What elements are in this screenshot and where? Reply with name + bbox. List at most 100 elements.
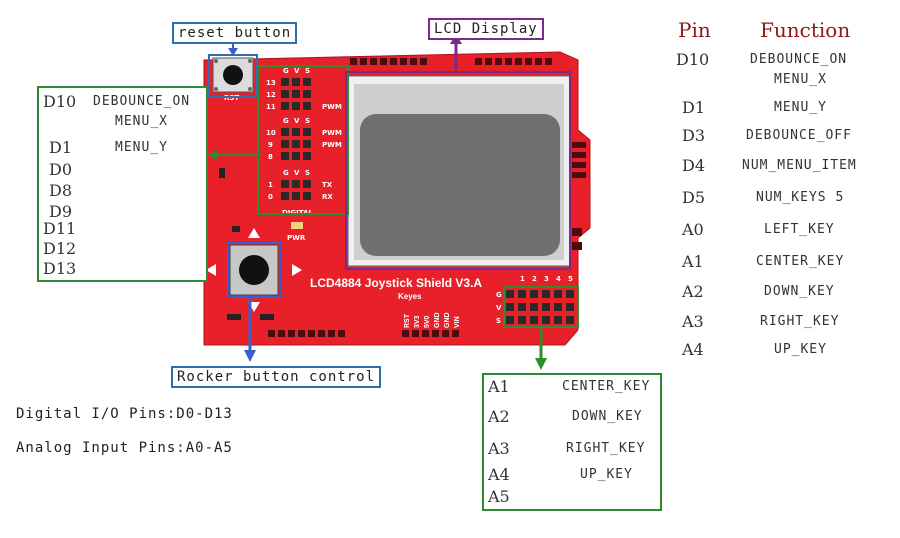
analog-col-label: 5 [568, 275, 573, 283]
table-header-pin: Pin [678, 18, 711, 42]
table-pin: A3 [682, 312, 704, 331]
pin-number: 11 [266, 103, 276, 111]
table-pin: D5 [682, 188, 706, 207]
digital-highlight [257, 65, 349, 215]
reset-button-callout: reset button [172, 22, 298, 44]
table-pin: D10 [676, 50, 710, 69]
analog-pin-function: DOWN_KEY [572, 409, 643, 424]
table-function: MENU_X [774, 72, 827, 87]
table-function: NUM_KEYS 5 [756, 190, 845, 205]
lcd-display-callout: LCD Display [428, 18, 544, 40]
digital-pin-label: D9 [49, 202, 73, 221]
header-col-s: S [305, 169, 310, 177]
pin-tag-tx: TX [322, 181, 333, 189]
table-function: MENU_Y [774, 100, 827, 115]
analog-header-block [506, 290, 574, 324]
analog-highlight [503, 286, 579, 328]
smd-components [219, 168, 274, 320]
power-pin-label: RST [404, 313, 411, 328]
analog-row-label: G [496, 291, 502, 299]
analog-pin-function: UP_KEY [580, 467, 633, 482]
analog-col-label: 1 [520, 275, 525, 283]
analog-row-label: S [496, 317, 501, 325]
analog-pins-note: Analog Input Pins:A0-A5 [16, 440, 233, 456]
joystick-part [206, 228, 302, 312]
header-col-v: V [294, 117, 300, 125]
digital-pin-function: MENU_Y [115, 140, 168, 155]
analog-col-label: 2 [532, 275, 537, 283]
pin-number: 9 [268, 141, 273, 149]
bottom-header-holes [268, 330, 459, 337]
analog-pin-label: A5 [488, 487, 510, 506]
analog-row-label: V [496, 304, 502, 312]
table-header-function: Function [760, 18, 851, 42]
digital-pin-label: D11 [43, 219, 77, 238]
header-col-v: V [294, 169, 300, 177]
digital-pin-label: D1 [49, 138, 73, 157]
table-function: RIGHT_KEY [760, 314, 840, 329]
digital-pin-box: D10 DEBOUNCE_ON MENU_X D1 MENU_Y D0 D8 D… [37, 86, 208, 282]
digital-pin-label: D10 [43, 92, 77, 111]
table-function: NUM_MENU_ITEM [742, 158, 857, 173]
table-function: DEBOUNCE_ON [750, 52, 848, 67]
header-col-s: S [305, 117, 310, 125]
pin-number: 1 [268, 181, 273, 189]
pin-tag-rx: RX [322, 193, 333, 201]
table-pin: D4 [682, 156, 706, 175]
pin-number: 12 [266, 91, 276, 99]
power-pin-label: GND [444, 312, 451, 328]
top-header-holes [350, 58, 552, 65]
analog-pin-label: A1 [488, 377, 510, 396]
digital-pin-function: MENU_X [115, 114, 168, 129]
analog-col-label: 4 [556, 275, 561, 283]
table-function: UP_KEY [774, 342, 827, 357]
pin-tag-pwm: PWM [322, 103, 342, 111]
pin-number: 10 [266, 129, 276, 137]
header-col-g: G [283, 117, 289, 125]
table-pin: D3 [682, 126, 706, 145]
header-col-v: V [294, 67, 300, 75]
header-col-s: S [305, 67, 310, 75]
joystick-highlight [227, 242, 281, 298]
rocker-button-callout: Rocker button control [171, 366, 382, 388]
analog-pin-function: CENTER_KEY [562, 379, 651, 394]
header-col-g: G [283, 169, 289, 177]
digital-pin-label: D13 [43, 259, 77, 278]
analog-pin-label: A2 [488, 407, 510, 426]
header-col-g: G [283, 67, 289, 75]
analog-pin-label: A3 [488, 439, 510, 458]
power-pin-label: 5V0 [424, 315, 431, 328]
pin-function-table: Pin Function D10 DEBOUNCE_ON MENU_X D1 M… [668, 14, 888, 374]
table-function: DEBOUNCE_OFF [746, 128, 852, 143]
lcd-highlight [345, 71, 571, 270]
table-pin: A0 [682, 220, 704, 239]
digital-header-block [281, 78, 311, 200]
pwr-led [291, 222, 303, 229]
digital-pin-label: D0 [49, 160, 73, 179]
pin-tag-pwm: PWM [322, 141, 342, 149]
table-pin: D1 [682, 98, 706, 117]
analog-pin-label: A4 [488, 465, 510, 484]
table-pin: A2 [682, 282, 704, 301]
side-header [572, 142, 586, 250]
pwr-label: PWR [287, 234, 306, 242]
digital-pin-label: D12 [43, 239, 77, 258]
table-function: LEFT_KEY [764, 222, 835, 237]
pin-number: 13 [266, 79, 276, 87]
reset-button-part [212, 57, 254, 93]
pin-tag-pwm: PWM [322, 129, 342, 137]
power-pin-label: GND [434, 312, 441, 328]
digital-pin-function: DEBOUNCE_ON [93, 94, 191, 109]
digital-pin-label: D8 [49, 181, 73, 200]
analog-pin-box: A1 CENTER_KEY A2 DOWN_KEY A3 RIGHT_KEY A… [482, 373, 662, 511]
analog-pin-function: RIGHT_KEY [566, 441, 646, 456]
table-pin: A1 [682, 252, 704, 271]
board-brand: Keyes [398, 292, 422, 301]
table-function: DOWN_KEY [764, 284, 835, 299]
lcd-display-part [347, 75, 571, 267]
pin-number: 8 [268, 153, 273, 161]
power-pin-label: 3V3 [414, 315, 421, 328]
board-title: LCD4884 Joystick Shield V3.A [310, 276, 482, 290]
table-function: CENTER_KEY [756, 254, 845, 269]
